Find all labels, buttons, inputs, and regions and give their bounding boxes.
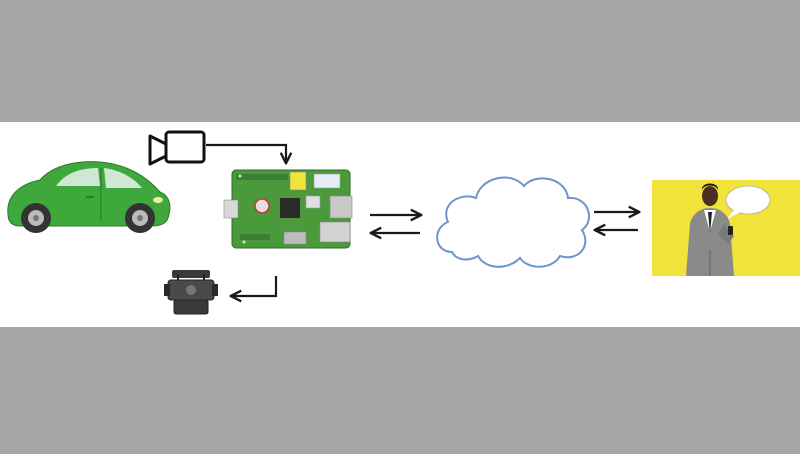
cloud-icon	[436, 176, 590, 268]
businessman-phone-icon	[686, 183, 771, 276]
camera-to-board-arrow	[206, 143, 286, 162]
car-icon	[7, 161, 171, 233]
video-camera-icon	[148, 130, 206, 166]
board-to-engine-arrow	[232, 276, 278, 296]
cloud-user-arrows	[594, 212, 638, 230]
engine-icon	[164, 270, 218, 315]
board-cloud-arrows	[370, 215, 420, 233]
raspberry-pi-board-icon	[223, 169, 353, 249]
